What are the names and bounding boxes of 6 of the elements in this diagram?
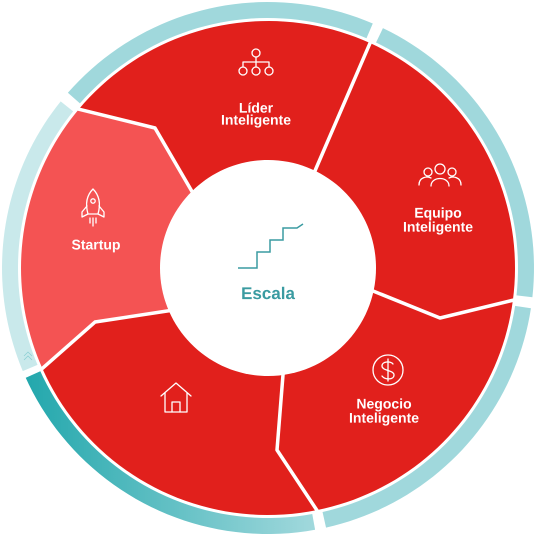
node-label: Líder Inteligente — [222, 102, 291, 128]
segment: Startup — [21, 109, 196, 368]
node-label: Negocio Inteligente — [350, 398, 419, 426]
segment: Equipo Inteligente — [312, 43, 515, 318]
node-label: Equipo Inteligente — [404, 207, 473, 235]
segment: Líder Inteligente — [78, 21, 370, 199]
